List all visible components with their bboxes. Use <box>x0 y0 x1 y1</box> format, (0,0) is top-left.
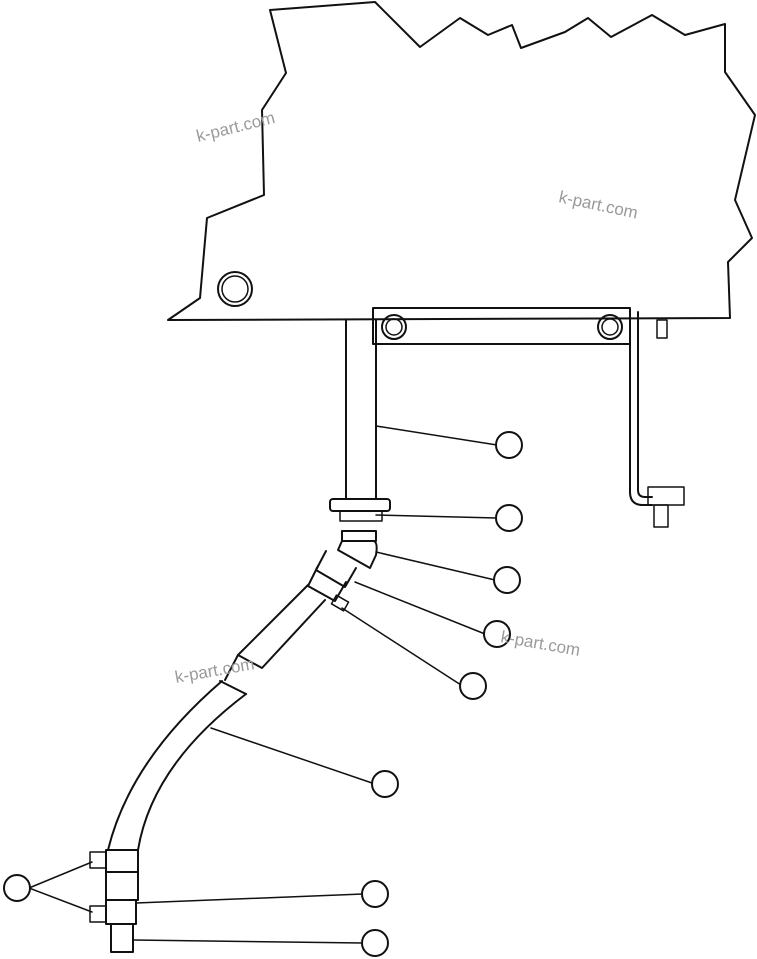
elbow-fitting <box>307 540 378 612</box>
callout-5 <box>459 672 487 700</box>
callout-9 <box>361 929 389 957</box>
callout-8 <box>361 880 389 908</box>
leader-lines <box>28 425 498 944</box>
drain-pipe <box>329 319 391 542</box>
watermark-3: k-part.com <box>499 627 581 660</box>
housing-casting <box>167 1 756 321</box>
callout-3 <box>493 566 521 594</box>
drain-hose <box>107 584 326 851</box>
watermark-4: k-part.com <box>173 654 255 687</box>
callout-1 <box>495 431 523 459</box>
callout-2 <box>495 504 523 532</box>
mounting-bar <box>372 307 668 345</box>
watermark-2: k-part.com <box>557 187 639 222</box>
callout-7 <box>3 874 31 902</box>
watermark-1: k-part.com <box>194 108 277 146</box>
l-bracket <box>629 311 685 528</box>
hose-clamps <box>89 849 139 953</box>
callout-4 <box>483 620 511 648</box>
callout-6 <box>371 770 399 798</box>
